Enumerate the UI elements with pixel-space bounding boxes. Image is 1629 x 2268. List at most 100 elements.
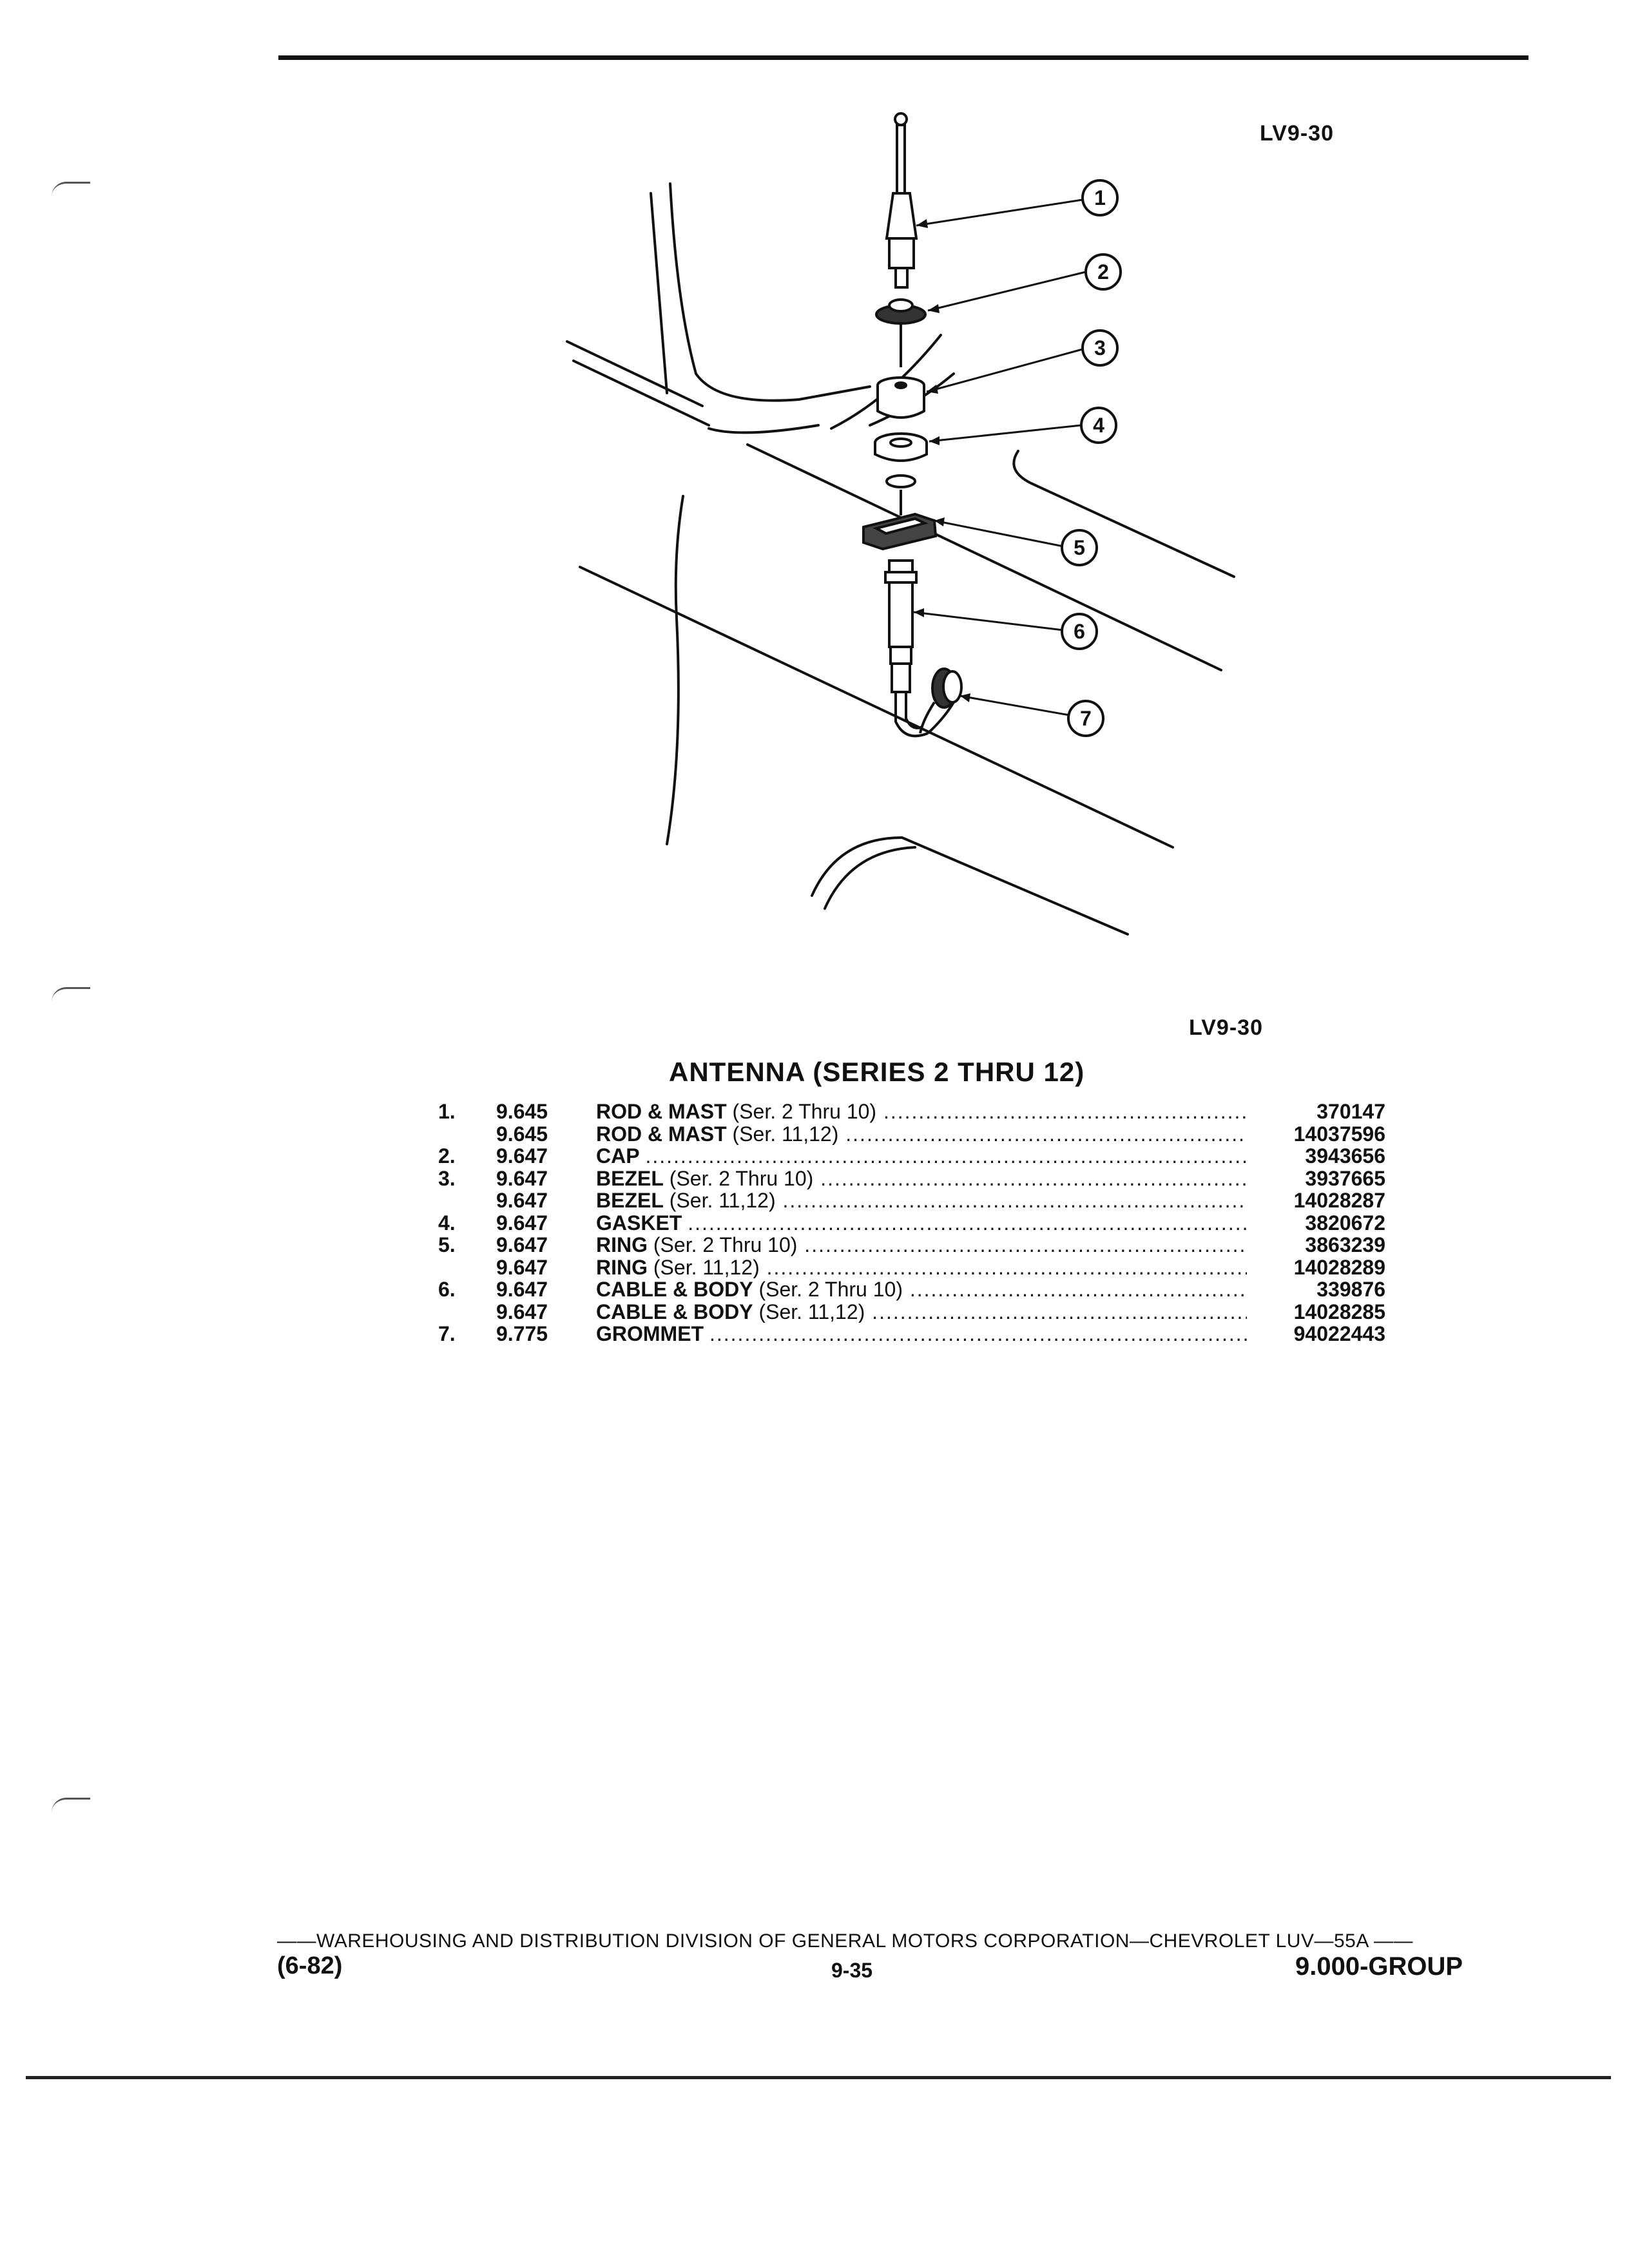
mast-tip	[894, 112, 908, 126]
part-row: 9.647 BEZEL (Ser. 11,12) 14028287	[438, 1189, 1385, 1212]
group-code: 9.647	[496, 1233, 548, 1256]
group-code: 9.647	[496, 1255, 548, 1279]
part-name: CABLE & BODY	[596, 1300, 753, 1323]
part-description: GROMMET	[596, 1323, 1247, 1345]
part-row: 1. 9.645 ROD & MAST (Ser. 2 Thru 10) 370…	[438, 1100, 1385, 1123]
leader-line	[927, 271, 1086, 312]
part-name: RING	[596, 1256, 648, 1278]
fender-lower-line	[579, 566, 1174, 849]
scan-mark	[52, 987, 90, 1002]
part-description: CABLE & BODY (Ser. 11,12)	[596, 1301, 1247, 1323]
parts-list-title: ANTENNA (SERIES 2 THRU 12)	[669, 1057, 1085, 1087]
callout-label-4: 4	[1093, 414, 1104, 437]
leader-line	[934, 519, 1064, 548]
page-number: 9-35	[831, 1959, 873, 1982]
group-code: 9.647	[496, 1211, 548, 1235]
callout-label-2: 2	[1097, 260, 1109, 284]
cable-body-part	[888, 559, 914, 573]
part-description: CAP	[596, 1145, 1247, 1168]
callout-1	[1081, 179, 1119, 216]
series-note: (Ser. 2 Thru 10)	[732, 1100, 877, 1123]
callout-label-7: 7	[1080, 707, 1092, 730]
top-rule	[278, 55, 1528, 60]
part-number: 339876	[1250, 1278, 1385, 1301]
parts-list: 1. 9.645 ROD & MAST (Ser. 2 Thru 10) 370…	[438, 1100, 1385, 1345]
part-name: RING	[596, 1234, 648, 1256]
scan-mark	[52, 1798, 90, 1812]
scan-mark	[52, 182, 90, 197]
part-number: 14028287	[1250, 1189, 1385, 1212]
callout-7	[1067, 700, 1104, 737]
ring-part	[885, 474, 916, 488]
footer-publisher-line: ——WAREHOUSING AND DISTRIBUTION DIVISION …	[277, 1930, 1414, 1952]
leader-line	[959, 695, 1070, 716]
part-row: 6. 9.647 CABLE & BODY (Ser. 2 Thru 10) 3…	[438, 1278, 1385, 1301]
part-row: 9.647 CABLE & BODY (Ser. 11,12) 14028285	[438, 1300, 1385, 1323]
part-number: 14028289	[1250, 1256, 1385, 1278]
part-description: BEZEL (Ser. 2 Thru 10)	[596, 1168, 1247, 1190]
mast-rod	[896, 124, 906, 195]
series-note: (Ser. 11,12)	[732, 1122, 839, 1145]
series-note: (Ser. 11,12)	[653, 1256, 760, 1278]
item-number: 4.	[438, 1211, 456, 1235]
wheel-opening-line	[1012, 450, 1235, 578]
bottom-rule	[26, 2076, 1611, 2079]
leader-line	[913, 611, 1064, 631]
part-description: ROD & MAST (Ser. 11,12)	[596, 1123, 1247, 1146]
leader-line	[929, 424, 1082, 443]
footer-date: (6-82)	[277, 1952, 343, 1979]
part-description: RING (Ser. 2 Thru 10)	[596, 1234, 1247, 1256]
series-note: (Ser. 2 Thru 10)	[758, 1278, 903, 1301]
callout-2	[1084, 253, 1122, 291]
leader-line	[916, 198, 1083, 227]
part-name: ROD & MAST	[596, 1100, 727, 1123]
windshield-pillar-line	[669, 182, 871, 402]
wheel-arch-line	[824, 846, 916, 910]
figure-code-top: LV9-30	[1260, 121, 1334, 146]
antenna-exploded-illustration: 1 2 3 4 5 6 7	[566, 112, 1235, 936]
part-row: 5. 9.647 RING (Ser. 2 Thru 10) 3863239	[438, 1234, 1385, 1256]
door-line	[666, 495, 684, 845]
part-name: BEZEL	[596, 1189, 664, 1212]
hood-line	[572, 360, 710, 427]
callout-label-1: 1	[1094, 186, 1106, 209]
part-name: CABLE & BODY	[596, 1278, 753, 1301]
item-number: 5.	[438, 1233, 456, 1256]
callout-label-6: 6	[1074, 620, 1085, 643]
part-description: GASKET	[596, 1212, 1247, 1235]
mast-stud	[894, 267, 909, 289]
group-code: 9.647	[496, 1166, 548, 1190]
group-code: 9.645	[496, 1122, 548, 1146]
callout-label-3: 3	[1094, 336, 1106, 360]
part-description: ROD & MAST (Ser. 2 Thru 10)	[596, 1100, 1247, 1123]
fender-line	[746, 443, 1222, 671]
group-code: 9.775	[496, 1322, 548, 1345]
group-code: 9.647	[496, 1189, 548, 1212]
item-number: 6.	[438, 1278, 456, 1301]
part-number: 3943656	[1250, 1145, 1385, 1168]
part-description: RING (Ser. 11,12)	[596, 1256, 1247, 1279]
item-number: 1.	[438, 1100, 456, 1123]
part-description: CABLE & BODY (Ser. 2 Thru 10)	[596, 1278, 1247, 1301]
wheel-arch-line	[811, 836, 1129, 936]
mast-base	[888, 237, 915, 269]
part-number: 14037596	[1250, 1122, 1385, 1145]
part-number: 14028285	[1250, 1300, 1385, 1323]
item-number: 7.	[438, 1322, 456, 1345]
part-row: 7. 9.775 GROMMET 94022443	[438, 1323, 1385, 1345]
body-line	[650, 192, 668, 394]
hood-line	[566, 340, 704, 407]
part-name: GASKET	[596, 1211, 682, 1234]
part-row: 3. 9.647 BEZEL (Ser. 2 Thru 10) 3937665	[438, 1166, 1385, 1190]
group-code: 9.647	[496, 1300, 548, 1323]
part-name: BEZEL	[596, 1167, 664, 1189]
series-note: (Ser. 11,12)	[669, 1189, 776, 1212]
part-row: 9.645 ROD & MAST (Ser. 11,12) 14037596	[438, 1122, 1385, 1146]
callout-3	[1081, 329, 1119, 367]
group-code: 9.645	[496, 1100, 548, 1123]
part-number: 370147	[1250, 1100, 1385, 1123]
callout-6	[1061, 613, 1098, 650]
mast-taper	[885, 192, 918, 240]
part-name: GROMMET	[596, 1323, 704, 1345]
part-number: 3820672	[1250, 1211, 1385, 1234]
